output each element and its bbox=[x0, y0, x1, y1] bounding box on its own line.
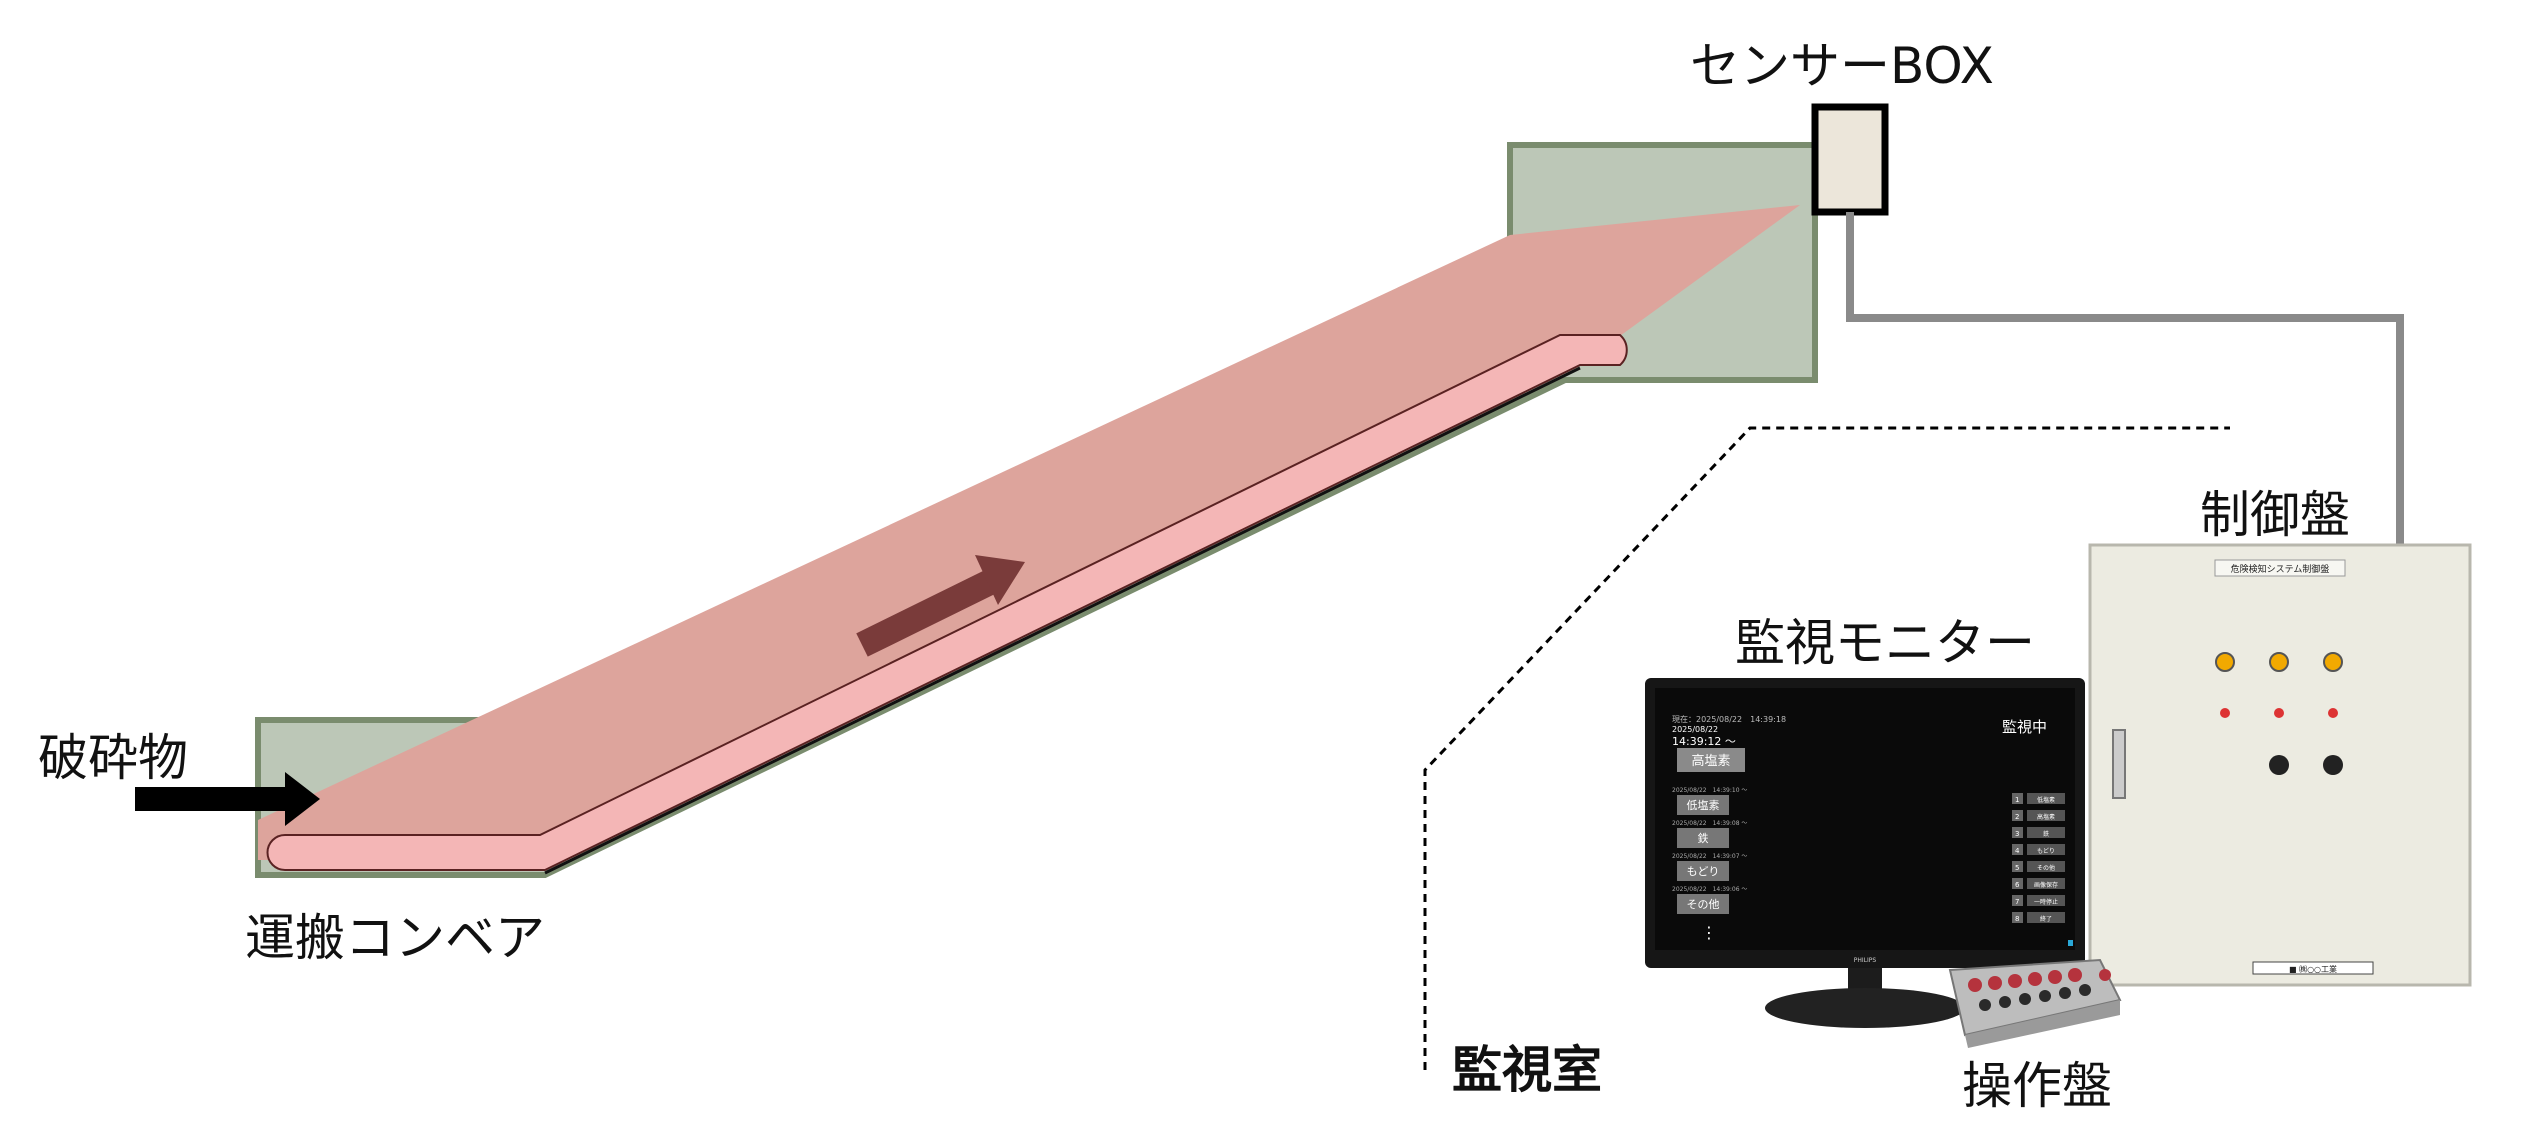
cabinet-handle bbox=[2112, 729, 2126, 799]
key-switch-icon bbox=[2269, 755, 2289, 775]
op-button-icon bbox=[1979, 999, 1991, 1011]
menu-no: 1 bbox=[2015, 796, 2019, 804]
op-button-icon bbox=[2039, 990, 2051, 1002]
conveyor-label: 運搬コンベア bbox=[245, 909, 545, 967]
lamp-orange-icon bbox=[2269, 652, 2289, 672]
menu-label: その他 bbox=[2037, 864, 2055, 872]
op-button-icon bbox=[1988, 976, 2002, 990]
op-button-icon bbox=[2079, 984, 2091, 996]
history-item: 低塩素 bbox=[1687, 798, 1720, 812]
history-item: もどり bbox=[1687, 865, 1720, 878]
monitor-label: 監視モニター bbox=[1735, 614, 2035, 672]
monitor-brand: PHILIPS bbox=[1854, 957, 1877, 964]
menu-label: 鉄 bbox=[2043, 830, 2049, 838]
history-time: 2025/08/22 14:39:07 ～ bbox=[1672, 853, 1747, 860]
operation-panel bbox=[1948, 958, 2122, 1048]
monitor-stand-base bbox=[1765, 988, 1965, 1028]
menu-label: もどり bbox=[2037, 847, 2055, 855]
monitor-power-led bbox=[2068, 940, 2073, 946]
lamp-orange-icon bbox=[2215, 652, 2235, 672]
lamp-red-icon bbox=[2328, 708, 2338, 718]
debris-label: 破砕物 bbox=[38, 729, 188, 787]
conveyor-belt-edge bbox=[544, 366, 1581, 875]
menu-no: 3 bbox=[2015, 830, 2019, 838]
op-button-icon bbox=[2028, 972, 2042, 986]
menu-label: 画像保存 bbox=[2034, 881, 2058, 889]
flow-direction-arrow bbox=[856, 555, 1025, 657]
op-button-icon bbox=[2068, 968, 2082, 982]
conveyor-belt bbox=[266, 334, 1628, 871]
op-button-icon bbox=[2059, 987, 2071, 999]
monitor-current-time: 現在：2025/08/22 14:39:18 bbox=[1672, 714, 1786, 724]
menu-no: 4 bbox=[2015, 847, 2020, 855]
menu-no: 7 bbox=[2015, 898, 2019, 906]
control-panel-plate: 危険検知システム制御盤 bbox=[2231, 563, 2330, 575]
monitor-room-label: 監視室 bbox=[1452, 1041, 1602, 1099]
history-time: 2025/08/22 14:39:06 ～ bbox=[1672, 886, 1747, 893]
history-item: その他 bbox=[1687, 898, 1720, 911]
history-more-icon: ⋮ bbox=[1701, 923, 1717, 942]
sensor-cable bbox=[1846, 212, 2404, 545]
monitor: 現在：2025/08/22 14:39:18 2025/08/22 14:39:… bbox=[1645, 678, 2085, 1028]
history-item: 鉄 bbox=[1698, 831, 1709, 845]
control-panel-label: 制御盤 bbox=[2200, 486, 2350, 544]
menu-no: 6 bbox=[2015, 881, 2020, 889]
debris-input-arrow bbox=[135, 772, 320, 826]
op-button-icon bbox=[2099, 969, 2111, 981]
menu-label: 一時停止 bbox=[2034, 898, 2058, 906]
operation-panel-label: 操作盤 bbox=[1962, 1057, 2112, 1115]
monitor-room-boundary bbox=[1423, 426, 2230, 1070]
lamp-orange-icon bbox=[2323, 652, 2343, 672]
menu-label: 低塩素 bbox=[2037, 796, 2055, 804]
sensor-box bbox=[1811, 103, 1889, 216]
sensor-coverage-area bbox=[258, 205, 1800, 860]
monitor-time: 14:39:12 ～ bbox=[1672, 735, 1736, 748]
sensor-box-label: センサーBOX bbox=[1690, 37, 1994, 95]
control-panel-maker: ■ ㈱○○工業 bbox=[2289, 964, 2337, 974]
menu-no: 5 bbox=[2015, 864, 2019, 872]
monitor-date: 2025/08/22 bbox=[1672, 725, 1718, 734]
monitor-menu: 1 低塩素 2 高塩素 3 鉄 4 もどり 5 その他 6 画像保存 7 一時停… bbox=[2012, 793, 2065, 923]
menu-label: 高塩素 bbox=[2037, 813, 2055, 821]
op-button-icon bbox=[2048, 970, 2062, 984]
monitor-active-item: 高塩素 bbox=[1691, 753, 1730, 769]
monitor-status: 監視中 bbox=[2002, 718, 2047, 736]
op-button-icon bbox=[2019, 993, 2031, 1005]
op-button-icon bbox=[1999, 996, 2011, 1008]
op-button-icon bbox=[2008, 974, 2022, 988]
control-panel-cabinet: 危険検知システム制御盤 ■ ㈱○○工業 bbox=[2088, 543, 2472, 987]
lamp-red-icon bbox=[2274, 708, 2284, 718]
selector-switch-icon bbox=[2323, 755, 2343, 775]
menu-label: 終了 bbox=[2040, 915, 2052, 923]
menu-no: 2 bbox=[2015, 813, 2019, 821]
menu-no: 8 bbox=[2015, 915, 2019, 923]
history-time: 2025/08/22 14:39:10 ～ bbox=[1672, 787, 1747, 794]
lamp-red-icon bbox=[2220, 708, 2230, 718]
op-button-icon bbox=[1968, 978, 1982, 992]
history-time: 2025/08/22 14:39:08 ～ bbox=[1672, 820, 1747, 827]
